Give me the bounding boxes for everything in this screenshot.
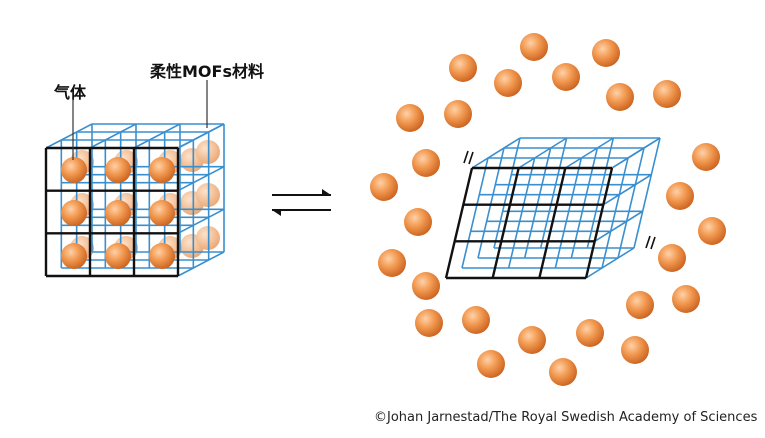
left-cube-front-face — [44, 146, 180, 278]
gas-molecule — [658, 244, 686, 272]
gas-molecule — [412, 149, 440, 177]
lattice-line — [539, 137, 568, 249]
lattice-line — [601, 157, 629, 269]
lattice-line — [586, 137, 615, 249]
lattice-depth-line — [585, 247, 635, 279]
lattice-line — [477, 147, 505, 259]
gas-molecule — [105, 157, 131, 183]
gas-molecule — [698, 217, 726, 245]
gas-molecule — [626, 291, 654, 319]
gas-molecule — [396, 104, 424, 132]
lattice-depth-line — [177, 123, 225, 149]
gas-molecule — [149, 200, 175, 226]
lattice-depth-line — [471, 137, 521, 169]
left-cube-molecules — [61, 157, 175, 269]
lattice-line — [554, 157, 583, 269]
gas-molecule — [378, 249, 406, 277]
lattice-line — [493, 137, 521, 249]
lattice-line — [633, 137, 661, 249]
label-leaders — [72, 80, 208, 160]
lattice-depth-line — [89, 123, 137, 149]
gas-label: 气体 — [54, 83, 87, 102]
gas-molecule — [61, 157, 87, 183]
equilibrium-arrow — [272, 189, 331, 216]
frame-line — [584, 167, 614, 279]
right-cube-lattice — [461, 137, 661, 279]
lattice-depth-line — [564, 137, 614, 169]
lattice-depth-line — [133, 123, 181, 149]
lattice-depth-line — [177, 165, 225, 192]
gas-molecule — [494, 69, 522, 97]
framework-label: 柔性MOFs材料 — [150, 62, 264, 81]
gas-molecule — [404, 208, 432, 236]
lattice-depth-line — [177, 251, 225, 277]
frame-line — [538, 167, 567, 279]
gas-molecule — [653, 80, 681, 108]
gas-molecule — [61, 243, 87, 269]
gas-molecule — [105, 243, 131, 269]
motion-marks — [463, 150, 656, 250]
gas-molecule — [444, 100, 472, 128]
gas-molecule — [149, 243, 175, 269]
lattice-line — [617, 147, 645, 259]
right-cube-front-face — [444, 166, 614, 280]
gas-molecule — [520, 33, 548, 61]
gas-molecule — [666, 182, 694, 210]
gas-molecule — [61, 200, 87, 226]
lattice-depth-line — [594, 210, 644, 243]
gas-molecule — [149, 157, 175, 183]
gas-molecule — [105, 200, 131, 226]
gas-molecule — [449, 54, 477, 82]
gas-molecule — [549, 358, 577, 386]
gas-molecule — [576, 319, 604, 347]
gas-molecule — [415, 309, 443, 337]
frame-line — [491, 167, 520, 279]
lattice-depth-line — [518, 137, 568, 169]
released-molecules — [370, 33, 726, 386]
lattice-depth-line — [45, 123, 93, 149]
gas-molecule — [518, 326, 546, 354]
lattice-line — [507, 157, 536, 269]
lattice-depth-line — [177, 208, 225, 235]
gas-molecule — [606, 83, 634, 111]
lattice-depth-line — [611, 137, 661, 169]
lattice-line — [523, 147, 552, 259]
lattice-depth-line — [602, 173, 652, 206]
lattice-line — [461, 157, 489, 269]
lattice-line — [570, 147, 599, 259]
gas-molecule — [692, 143, 720, 171]
gas-molecule — [592, 39, 620, 67]
gas-molecule — [412, 272, 440, 300]
gas-molecule — [462, 306, 490, 334]
gas-molecule — [370, 173, 398, 201]
image-credit: ©Johan Jarnestad/The Royal Swedish Acade… — [374, 410, 758, 425]
gas-molecule — [672, 285, 700, 313]
gas-molecule — [552, 63, 580, 91]
frame-line — [444, 167, 474, 279]
gas-molecule — [621, 336, 649, 364]
gas-molecule — [477, 350, 505, 378]
